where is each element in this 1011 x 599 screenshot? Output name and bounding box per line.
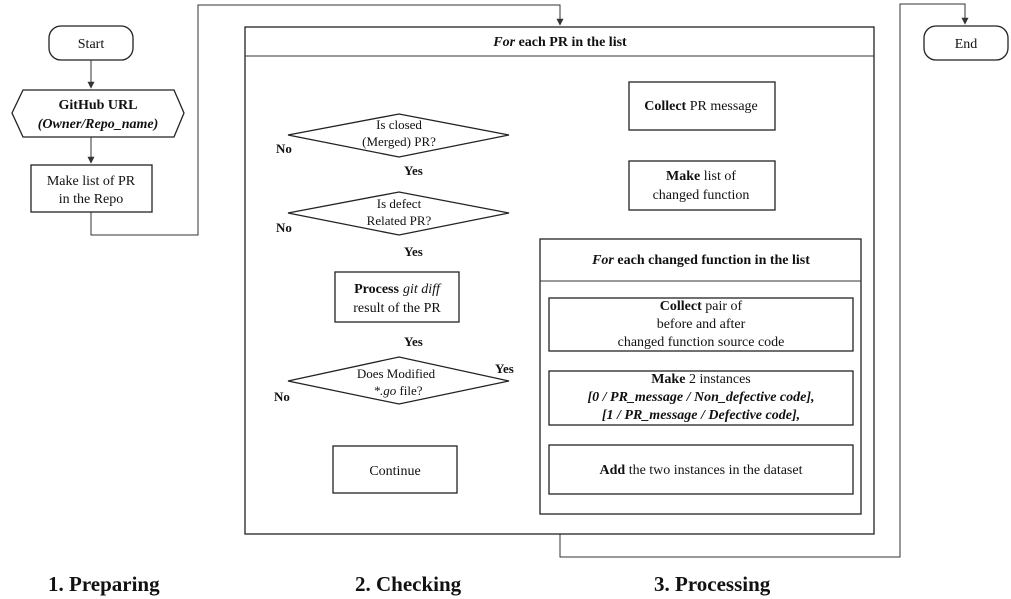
make-list-fn-line2: changed function	[653, 188, 750, 203]
make-list-pr-line2: in the Repo	[59, 192, 124, 207]
make-list-function-node	[628, 160, 776, 211]
pr-loop-header: For each PR in the list	[492, 35, 627, 50]
start-node	[48, 25, 134, 61]
section-title-checking: 2. Checking	[355, 572, 462, 596]
collect-pair-line1: Collect pair of	[660, 299, 743, 314]
section-title-processing: 3. Processing	[654, 572, 771, 596]
collect-pair-node	[548, 297, 854, 352]
is-defect-line1: Is defect	[377, 196, 422, 211]
process-git-diff-node	[334, 271, 460, 323]
function-loop-header: For each changed function in the list	[591, 253, 810, 268]
make-instances-line2: [0 / PR_message / Non_defective code],	[587, 390, 814, 405]
make-instances-line1: Make 2 instances	[651, 372, 751, 387]
collect-pr-label: Collect PR message	[644, 99, 758, 114]
add-instances-label: Add the two instances in the dataset	[600, 463, 803, 478]
is-closed-decision	[287, 113, 510, 158]
is-closed-line1: Is closed	[376, 117, 422, 132]
make-list-fn-line1: Make list of	[666, 169, 736, 184]
modified-line2: *.go file?	[373, 383, 422, 398]
label-yes-modified: Yes	[495, 361, 514, 376]
arrow-makelist-to-loop	[90, 4, 564, 236]
github-url-node	[11, 89, 185, 138]
label-no-modified: No	[274, 389, 290, 404]
end-node	[923, 25, 1009, 61]
end-label: End	[955, 37, 978, 52]
label-yes-process: Yes	[404, 334, 423, 349]
collect-pair-line2: before and after	[657, 317, 746, 332]
collect-pr-message-node	[628, 81, 776, 131]
continue-label: Continue	[369, 464, 420, 479]
continue-node	[332, 445, 458, 494]
modified-line1: Does Modified	[357, 366, 436, 381]
label-no-closed: No	[276, 141, 292, 156]
start-label: Start	[78, 37, 105, 52]
github-url-sub: (Owner/Repo_name)	[38, 117, 159, 132]
process-line2: result of the PR	[353, 301, 441, 316]
label-yes-defect: Yes	[404, 244, 423, 259]
label-no-defect: No	[276, 220, 292, 235]
arrow-loop-to-end	[559, 3, 969, 558]
github-url-title: GitHub URL	[59, 98, 138, 113]
make-instances-line3: [1 / PR_message / Defective code],	[602, 408, 800, 423]
make-instances-node	[548, 370, 854, 426]
modified-go-decision	[287, 356, 510, 405]
collect-pair-line3: changed function source code	[618, 335, 785, 350]
make-list-pr-node	[30, 164, 153, 213]
section-title-preparing: 1. Preparing	[48, 572, 160, 596]
is-closed-line2: (Merged) PR?	[362, 134, 436, 149]
label-yes-closed: Yes	[404, 163, 423, 178]
is-defect-decision	[287, 191, 510, 236]
add-instances-node	[548, 444, 854, 495]
make-list-pr-line1: Make list of PR	[47, 174, 136, 189]
is-defect-line2: Related PR?	[367, 213, 432, 228]
